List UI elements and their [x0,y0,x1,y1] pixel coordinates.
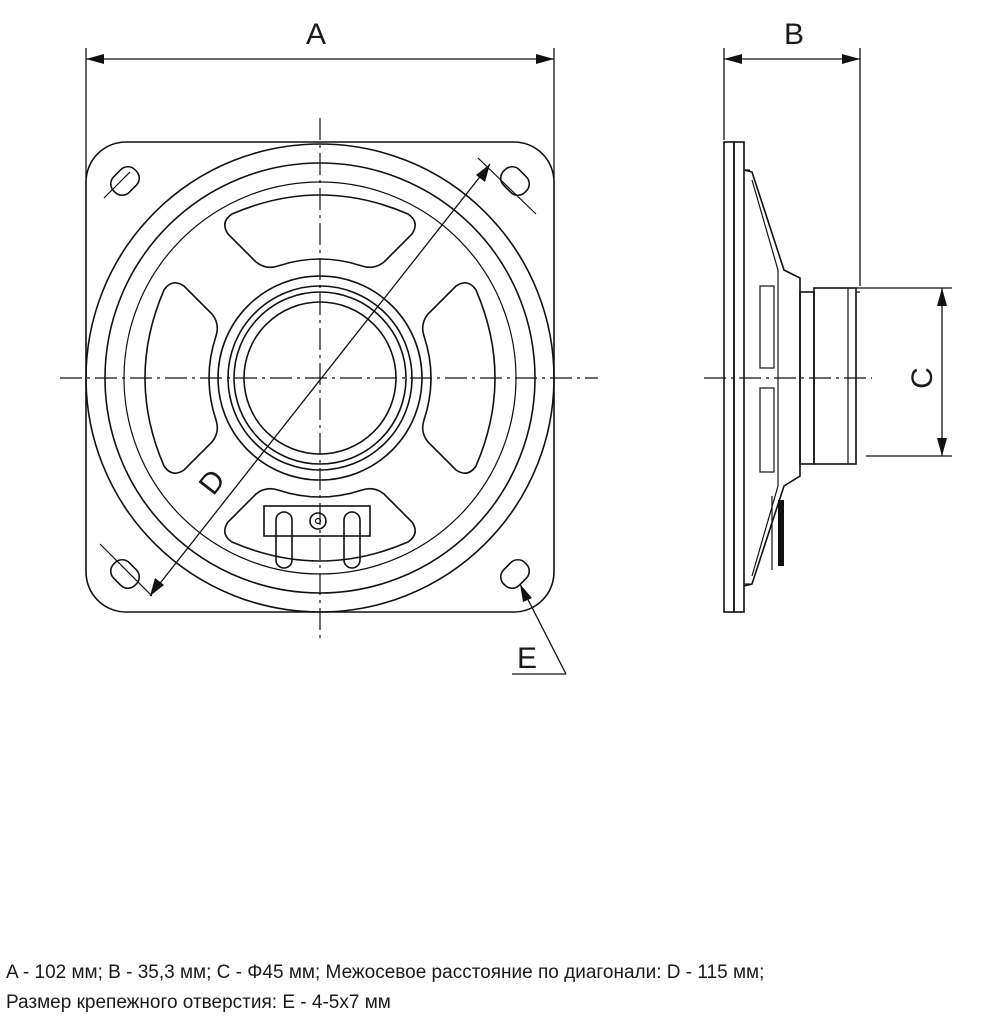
label-d: D [193,464,232,501]
terminal-block [263,505,371,569]
hole-mark-tl [103,171,131,199]
hole-mark-tr [477,157,537,215]
side-window-bottom [759,387,775,473]
dimensions-caption: A - 102 мм; B - 35,3 мм; C - Φ45 мм; Меж… [6,958,996,1018]
side-view [704,141,872,613]
mounting-hole-bl [109,558,141,590]
dimension-c: C [856,287,952,457]
dim-c-arrow-bottom [937,438,947,456]
dimension-a: A [85,18,555,178]
window-top [224,194,416,269]
window-right [421,282,496,474]
side-terminal [778,500,784,566]
dim-a-arrow-left [86,54,104,64]
label-b: B [784,18,804,51]
dim-d-arrow-top [476,164,490,182]
side-flange-outer [723,141,735,613]
side-flange-inner [733,141,745,613]
window-bottom [224,487,416,562]
mounting-hole-br [499,558,531,590]
mounting-hole-tl [109,165,141,197]
caption-line-2: Размер крепежного отверстия: E - 4-5x7 м… [6,992,391,1013]
dim-a-arrow-right [536,54,554,64]
dim-d-line [149,163,491,597]
terminal-lug-left [275,511,293,569]
hole-mark-bl [99,543,153,597]
front-magnet-inner [233,291,407,465]
side-window-top [759,285,775,369]
dimension-e: E [512,583,567,675]
mounting-hole-tr [499,165,531,197]
speaker-drawing: A D E [60,18,952,675]
window-left [144,282,219,474]
dim-b-arrow-left [724,54,742,64]
terminal-plate [263,505,371,537]
dim-e-arrow [520,584,532,602]
dim-c-arrow-top [937,288,947,306]
label-e: E [517,642,537,675]
dimension-b: B [723,18,861,286]
basket-windows [144,194,496,562]
front-view [60,118,598,638]
dim-b-arrow-right [842,54,860,64]
terminal-rivet [309,512,327,530]
side-magnet-body [813,287,857,465]
terminal-lug-right [343,511,361,569]
mounting-holes [109,165,531,590]
label-a: A [306,18,326,51]
label-c: C [906,367,939,389]
caption-line-1: A - 102 мм; B - 35,3 мм; C - Φ45 мм; Меж… [6,962,765,983]
dim-d-arrow-bottom [150,578,164,596]
